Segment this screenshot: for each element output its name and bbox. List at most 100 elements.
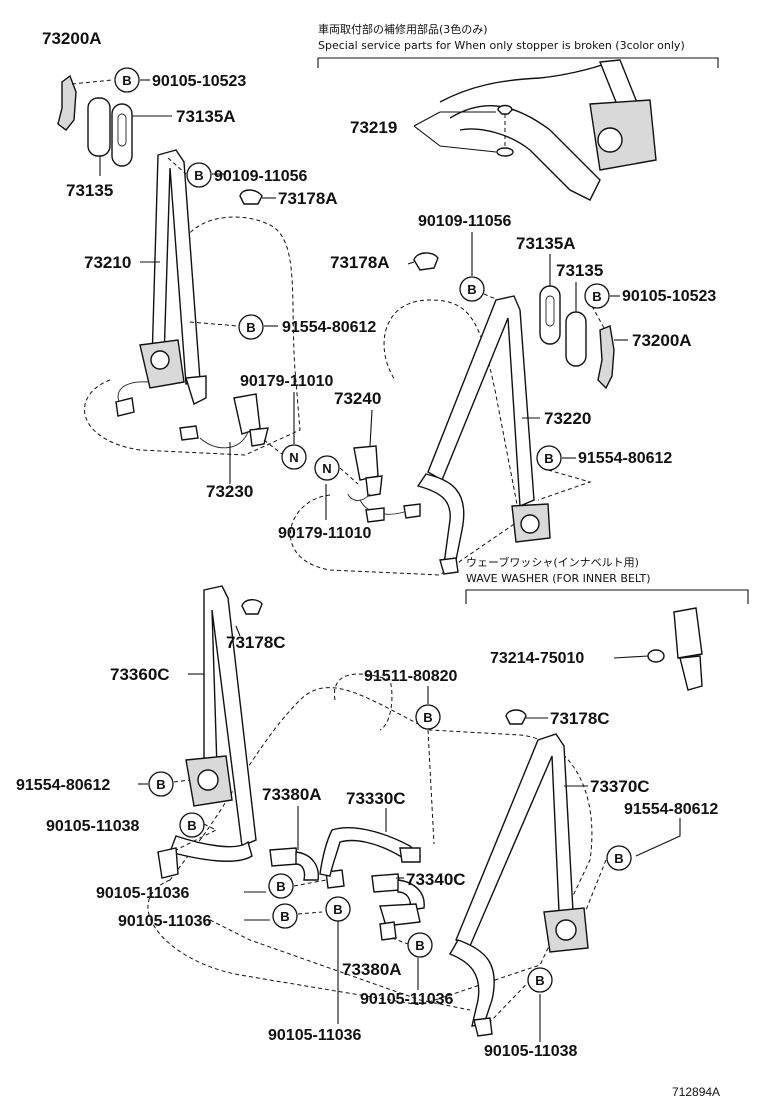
note-bracket-wave-washer [465, 589, 749, 604]
cover-73135a-right [539, 285, 561, 345]
bolt-marker-91554-80612-a: B [238, 314, 264, 340]
inner-buckle-base-73214 [679, 655, 703, 691]
leader-bolt-lower-left [189, 321, 239, 327]
label-73200a-b: 73200A [632, 331, 692, 350]
leader-rear-floor-anchor [209, 919, 471, 1011]
label-90105-11036-a: 90105-11036 [96, 885, 190, 902]
label-90105-10523-b: 90105-10523 [622, 288, 716, 305]
label-73380a-b: 73380A [342, 960, 402, 979]
retractor-spool-left [150, 350, 170, 370]
leader-73219 [413, 111, 441, 147]
label-73370c: 73370C [590, 777, 650, 796]
nut-marker-90179-11010-a: N [281, 444, 307, 470]
lower-anchor-left [185, 375, 207, 405]
label-91511-80820: 91511-80820 [364, 668, 458, 685]
leaders-right [325, 232, 628, 520]
leader-73178c-a [235, 625, 241, 637]
lap-anchor-73220 [439, 557, 459, 575]
label-73340c: 73340C [406, 870, 466, 889]
label-73178c-a: 73178C [226, 633, 286, 652]
leader-bolt-upper-right [483, 293, 499, 301]
leader-bolt-rear-center-c [391, 937, 409, 945]
label-73380a-a: 73380A [262, 785, 322, 804]
rear-seat-outline [147, 687, 593, 1006]
rear-left-belt-assembly [157, 585, 425, 941]
buckle-connector-73240 [403, 503, 421, 519]
label-90179-11010-b: 90179-11010 [278, 525, 372, 542]
inner-belt-73214 [613, 607, 703, 691]
svg-text:B: B [194, 168, 203, 183]
label-73210: 73210 [84, 253, 131, 272]
leader-73219-targets [439, 111, 497, 153]
leader-bolt-rear-right-lower [489, 969, 541, 1023]
svg-text:B: B [276, 879, 285, 894]
label-73214-75010: 73214-75010 [490, 650, 584, 667]
label-73230: 73230 [206, 482, 253, 501]
bolt-marker-90105-11036-b: B [272, 903, 298, 929]
leader-91511-anchor [427, 729, 435, 845]
seat-outlines [84, 216, 593, 1006]
leaders-bottom-right [427, 686, 681, 1042]
front-right-belt-assembly [347, 252, 615, 575]
lap-belt-73370c [448, 939, 495, 1027]
guide-cover-73178c-a [241, 599, 263, 615]
connector-left [115, 397, 135, 417]
note-special-service-en: Special service parts for When only stop… [318, 39, 685, 52]
bolt-marker-91554-80612-d: B [606, 845, 632, 871]
inset-belt-edge-a [439, 61, 611, 103]
leader-73200a-bolt [71, 79, 113, 85]
rear-headrest-outline [334, 673, 393, 731]
label-91554-80612-a: 91554-80612 [282, 319, 376, 336]
buckle-bracket-73380a-b [379, 921, 397, 941]
label-90105-11036-d: 90105-11036 [268, 1027, 362, 1044]
buckle-strap-73380a-a [295, 851, 319, 881]
lap-belt-73220 [416, 473, 465, 566]
label-90105-11038-b: 90105-11038 [484, 1043, 578, 1060]
svg-text:B: B [544, 451, 553, 466]
bolt-marker-90105-11036-d: B [325, 896, 351, 922]
anchor-bracket-73200a-right [597, 325, 615, 390]
leader-bolt-right-upper [591, 305, 605, 329]
lap-belt-73360c [169, 835, 253, 862]
inset-spool [597, 127, 623, 153]
note-wave-washer-jp: ウェーブワッシャ(インナベルト用) [466, 555, 639, 569]
svg-text:B: B [535, 973, 544, 988]
cover-73135a-left [111, 103, 133, 167]
center-belt-73330c [319, 827, 422, 877]
label-73240: 73240 [334, 389, 381, 408]
cover-slot-left [117, 113, 127, 147]
buckle-73380a-b [379, 903, 421, 927]
inset-stopper-button [497, 104, 513, 115]
label-73135a-b: 73135A [516, 234, 576, 253]
leader-91554-80612-d [635, 818, 681, 857]
part-labels: 73200A 90105-10523 73135A 73135 90109-11… [16, 29, 718, 1060]
wave-washer-note: ウェーブワッシャ(インナベルト用) WAVE WASHER (FOR INNER… [465, 555, 749, 604]
bolt-marker-90105-10523-a: B [114, 67, 140, 93]
bolt-marker-90105-11036-c: B [407, 932, 433, 958]
label-90105-11036-b: 90105-11036 [118, 913, 212, 930]
leader-bolt-right-lower [537, 469, 592, 501]
label-73135-b: 73135 [556, 261, 603, 280]
svg-text:B: B [415, 938, 424, 953]
leaders-left [71, 79, 295, 484]
bolt-marker-90105-11036-a: B [268, 873, 294, 899]
bolt-marker-90105-11038-a: B [179, 812, 205, 838]
label-90109-11056-a: 90109-11056 [214, 168, 308, 185]
label-90179-11010-a: 90179-11010 [240, 373, 334, 390]
retractor-spool-rear-right [555, 919, 577, 941]
svg-text:B: B [333, 902, 342, 917]
lap-anchor-73360c [157, 847, 179, 879]
svg-text:B: B [467, 282, 476, 297]
front-left-seat-outline [84, 216, 301, 456]
guide-cover-73178a-left [239, 189, 263, 205]
label-90105-11036-c: 90105-11036 [360, 991, 454, 1008]
svg-text:B: B [614, 851, 623, 866]
wave-washer-73214 [647, 649, 665, 663]
svg-text:B: B [122, 73, 131, 88]
guide-cover-73178c-b [505, 709, 527, 725]
inset-pillar [449, 105, 601, 201]
inset-retractor [589, 99, 657, 171]
label-73200a-a: 73200A [42, 29, 102, 48]
inner-buckle-73214 [673, 607, 703, 659]
